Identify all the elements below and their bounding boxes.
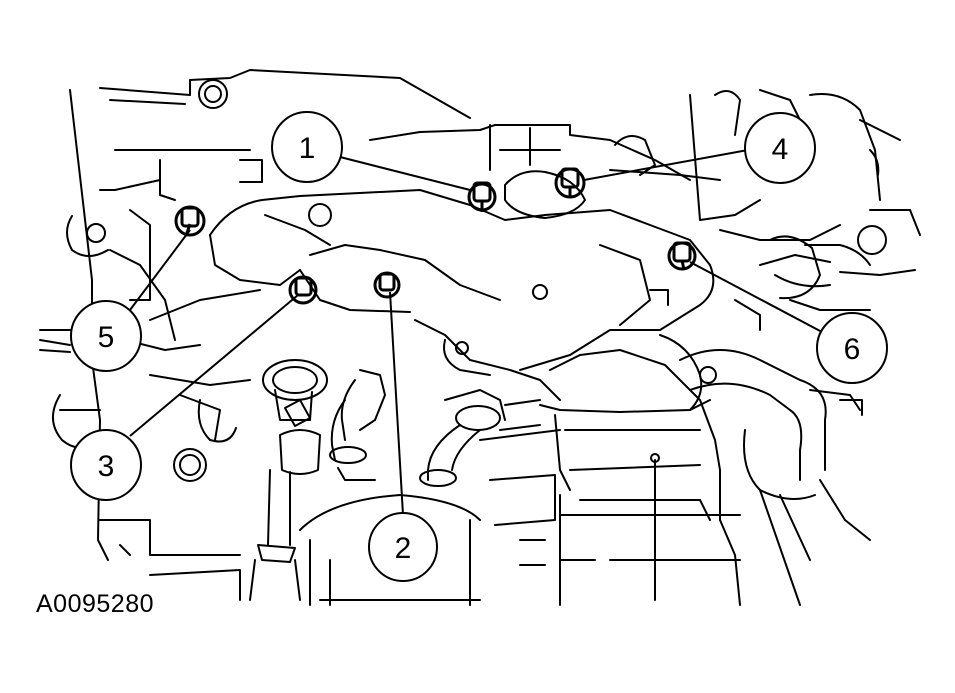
leader-lines [129,149,823,516]
right-hose [679,349,871,606]
bolt-4 [554,167,586,199]
callout-6-label: 6 [844,333,861,366]
callout-2: 2 [368,512,438,582]
bolt-5 [174,205,206,237]
bolt-3 [288,275,318,305]
bolt-6 [667,241,697,271]
callout-4-label: 4 [772,133,789,166]
callout-2-label: 2 [395,532,412,565]
callout-4: 4 [744,112,816,184]
callout-1: 1 [271,111,343,183]
leader-line-3 [129,294,299,437]
leader-line-5 [129,229,191,311]
callout-5-label: 5 [98,321,115,354]
upper-housing [369,89,921,311]
engine-block-outline [39,69,471,601]
leader-line-2 [389,291,404,516]
coolant-hose-left [329,369,386,481]
oxygen-sensor-fitting [249,359,328,601]
bolt-2 [373,271,401,299]
bolt-1 [467,181,497,212]
callout-3-label: 3 [98,450,115,483]
figure-id: A0095280 [36,590,155,618]
bolts [174,167,697,305]
callout-6: 6 [816,312,888,384]
lower-housing [299,494,481,606]
leader-line-4 [583,149,749,181]
catalytic-converter [469,349,741,606]
coolant-hose-center [419,389,541,487]
callout-1-label: 1 [299,132,316,165]
callout-3: 3 [70,429,142,501]
callout-5: 5 [70,300,142,372]
leader-line-1 [339,156,471,191]
exhaust-manifold [209,170,761,411]
leader-line-6 [689,261,823,333]
callouts: 1 2 3 4 5 6 [70,111,888,582]
